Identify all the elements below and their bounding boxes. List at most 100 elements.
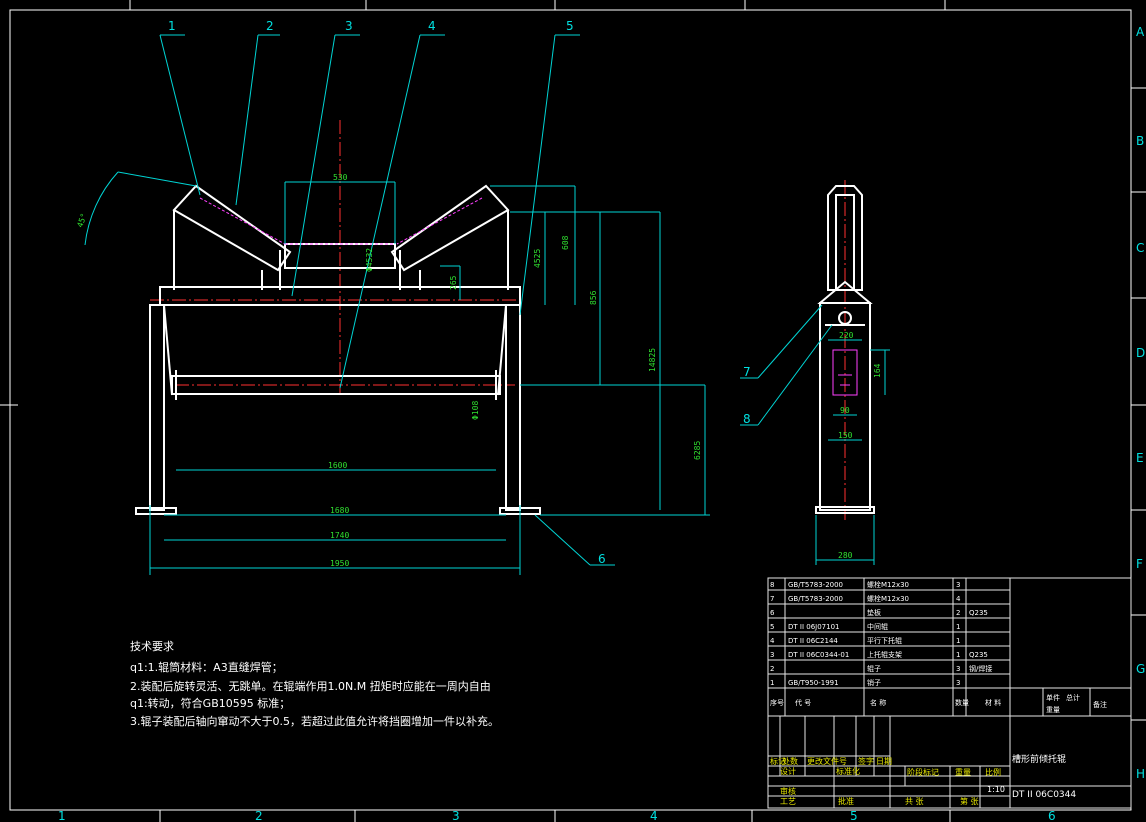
row-label-c: C: [1136, 241, 1144, 255]
svg-text:3: 3: [956, 581, 960, 589]
svg-text:审核: 审核: [780, 786, 796, 796]
dim-856: 856: [589, 290, 598, 305]
svg-text:比例: 比例: [985, 767, 1001, 777]
side-view: [740, 180, 890, 565]
right-wing-roller: [390, 184, 510, 272]
svg-text:3: 3: [770, 651, 774, 659]
notes-line-4: 3.辊子装配后轴向窜动不大于0.5，若超过此值允许将挡圈增加一件以补充。: [130, 714, 499, 728]
dim-1600: 1600: [328, 461, 347, 470]
col-label-4: 4: [650, 809, 658, 822]
dim-220: 220: [839, 331, 854, 340]
dim-108: Φ108: [471, 401, 480, 420]
callout-5: 5: [566, 19, 574, 33]
svg-text:1: 1: [956, 637, 960, 645]
svg-text:DT II 06J07101: DT II 06J07101: [788, 623, 840, 631]
svg-text:工艺: 工艺: [780, 797, 796, 806]
svg-text:平行下托辊: 平行下托辊: [867, 636, 902, 645]
right-leg: [505, 304, 521, 511]
bom-row: 8 GB/T5783-2000 螺栓M12x30 3: [770, 580, 960, 589]
bom-row: 2 辊子 3 钢/焊接: [770, 664, 992, 673]
col-label-3: 3: [452, 809, 460, 822]
svg-text:代 号: 代 号: [795, 698, 811, 707]
svg-text:总计: 总计: [1066, 693, 1080, 702]
svg-text:阶段标记: 阶段标记: [907, 767, 939, 777]
svg-text:1: 1: [770, 679, 774, 687]
side-roller: [827, 185, 863, 291]
dim-90: 90: [840, 406, 850, 415]
svg-text:GB/T5783-2000: GB/T5783-2000: [788, 581, 843, 589]
side-leg: [819, 302, 871, 511]
dim-1680: 1680: [330, 506, 349, 515]
svg-text:更改文件号: 更改文件号: [807, 756, 847, 766]
callout-4: 4: [428, 19, 436, 33]
col-label-2: 2: [255, 809, 263, 822]
dim-14825: 14825: [648, 348, 657, 372]
dim-angle: 45°: [75, 212, 88, 229]
col-label-6: 6: [1048, 809, 1056, 822]
bom-header: 序号 代 号 名 称 数量 材 料 单件 总计 重量 备注: [770, 693, 1107, 714]
svg-text:钢/焊接: 钢/焊接: [969, 664, 992, 673]
left-wing-roller: [172, 184, 292, 272]
callout-3: 3: [345, 19, 353, 33]
dim-6285: 6285: [693, 441, 702, 460]
frame-col-labels: 1 2 3 4 5 6: [58, 809, 1056, 822]
svg-text:垫板: 垫板: [867, 608, 881, 617]
svg-text:日期: 日期: [876, 757, 892, 766]
dim-265: 265: [449, 275, 458, 290]
notes-line-3: q1:转动，符合GB10595 标准；: [130, 696, 290, 710]
bom-row: 3 DT II 06C0344-01 上托辊支架 1 Q235: [770, 650, 988, 659]
svg-text:8: 8: [770, 581, 774, 589]
svg-text:签字: 签字: [858, 756, 874, 766]
svg-text:处数: 处数: [782, 756, 798, 766]
callout-7: 7: [743, 365, 751, 379]
svg-text:Q235: Q235: [969, 651, 988, 659]
row-label-f: F: [1136, 557, 1143, 571]
bom-row: 6 垫板 2 Q235: [770, 608, 988, 617]
svg-text:销子: 销子: [867, 678, 881, 687]
svg-text:1: 1: [956, 651, 960, 659]
svg-text:上托辊支架: 上托辊支架: [867, 650, 902, 659]
svg-text:1: 1: [956, 623, 960, 631]
notes-line-2: 2.装配后旋转灵活、无跳单。在辊端作用1.0N.M 扭矩时应能在一周内自由: [130, 679, 491, 693]
svg-text:辊子: 辊子: [867, 664, 881, 673]
svg-text:批准: 批准: [838, 796, 854, 806]
bom-row: 4 DT II 06C2144 平行下托辊 1: [770, 636, 960, 645]
top-cross-beam: [159, 286, 521, 306]
dim-1950: 1950: [330, 559, 349, 568]
dim-280: 280: [838, 551, 853, 560]
drawing-scale: 1:10: [987, 785, 1005, 794]
dim-608: 608: [561, 235, 570, 250]
svg-text:单件: 单件: [1046, 693, 1060, 702]
bom-table: 8 GB/T5783-2000 螺栓M12x30 3 7 GB/T5783-20…: [767, 577, 1132, 717]
bom-row: 5 DT II 06J07101 中间辊 1: [770, 622, 960, 631]
col-label-1: 1: [58, 809, 66, 822]
dim-164: 164: [873, 363, 882, 378]
side-callouts: 7 8: [743, 365, 751, 426]
svg-text:第 张: 第 张: [960, 796, 979, 806]
row-label-g: G: [1136, 662, 1145, 676]
dim-530: 530: [333, 173, 348, 182]
notes-title: 技术要求: [130, 640, 174, 653]
callout-6: 6: [598, 552, 606, 566]
row-label-h: H: [1136, 767, 1145, 781]
front-callouts: 1 2 3 4 5 6: [168, 19, 606, 566]
svg-text:4: 4: [770, 637, 775, 645]
svg-text:6: 6: [770, 609, 775, 617]
bom-row: 1 GB/T950-1991 销子 3: [770, 678, 960, 687]
title-block-labels: 标记 处数 更改文件号 签字 日期 设计 标准化 审核 工艺 批准 阶段标记 重…: [770, 756, 1001, 806]
svg-text:设计: 设计: [780, 766, 796, 776]
row-label-a: A: [1136, 25, 1145, 39]
svg-text:GB/T5783-2000: GB/T5783-2000: [788, 595, 843, 603]
svg-text:GB/T950-1991: GB/T950-1991: [788, 679, 839, 687]
svg-text:5: 5: [770, 623, 774, 631]
svg-text:3: 3: [956, 665, 960, 673]
svg-text:重量: 重量: [1046, 706, 1060, 714]
callout-2: 2: [266, 19, 274, 33]
left-leg: [149, 304, 165, 511]
svg-text:Q235: Q235: [969, 609, 988, 617]
dim-150: 150: [838, 431, 853, 440]
svg-text:名 称: 名 称: [870, 698, 886, 707]
svg-text:重量: 重量: [955, 767, 971, 777]
return-roller: [171, 375, 501, 395]
svg-text:序号: 序号: [770, 698, 784, 707]
